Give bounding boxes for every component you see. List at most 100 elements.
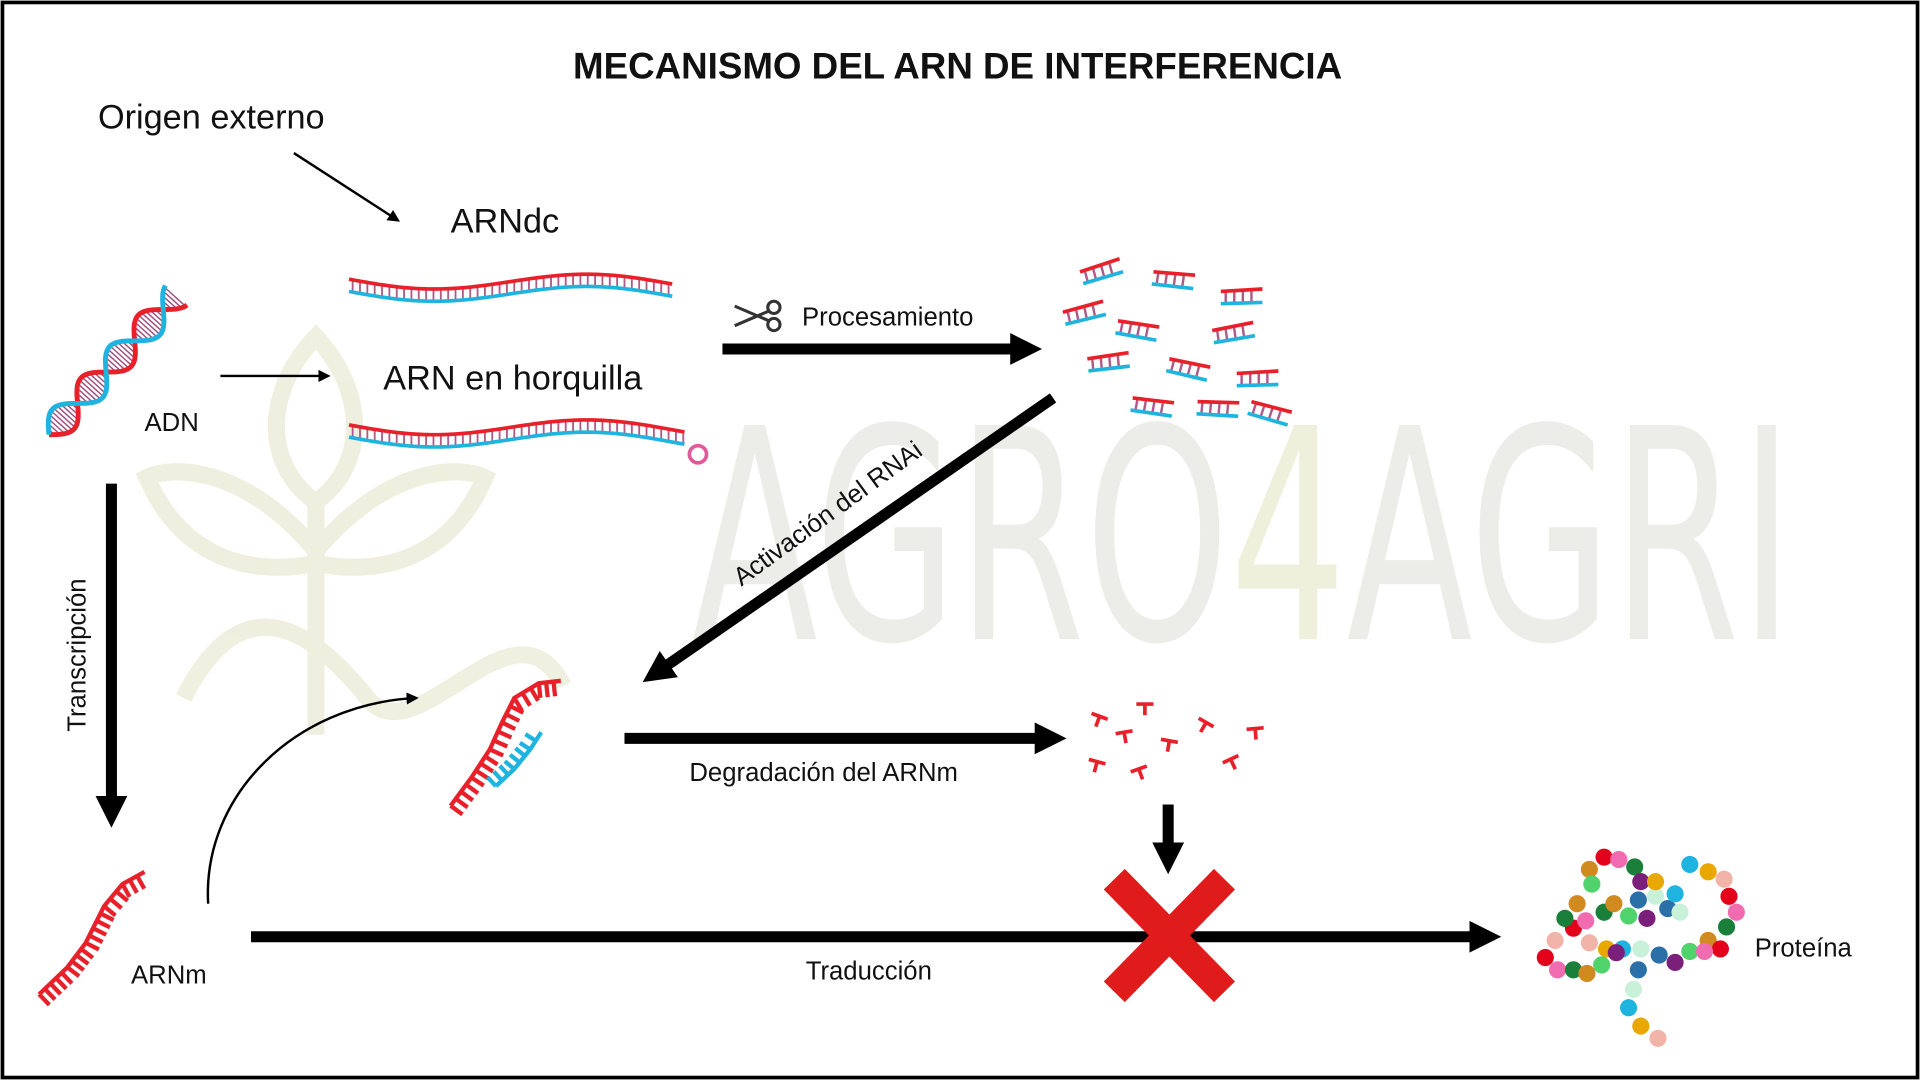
amino-acid-bead: [1595, 848, 1613, 866]
rungs: [1066, 305, 1097, 323]
blue-strand: [1115, 330, 1157, 343]
amino-acid-bead: [1646, 887, 1665, 905]
arrow-rnai-activation: [642, 393, 1057, 683]
sirna-fragment: [1151, 270, 1196, 291]
blue-strand: [1247, 411, 1289, 427]
amino-acid-bead: [1717, 918, 1736, 936]
label-dna: ADN: [144, 409, 198, 437]
blue-strand: [1213, 333, 1256, 345]
red-strand: [1153, 270, 1196, 278]
amino-acid-bead: [1711, 940, 1729, 958]
sirna-fragment: [1165, 356, 1211, 382]
mrna-fragment: [1222, 753, 1240, 770]
label-translation: Traducción: [806, 958, 932, 986]
sirna-fragment: [1079, 256, 1124, 286]
rungs: [1083, 263, 1114, 282]
sirna-fragments: [1062, 256, 1293, 427]
mrna-fragment: [1136, 702, 1154, 716]
sirna-fragment: [1087, 350, 1130, 373]
amino-acid-bead: [1666, 953, 1684, 972]
amino-acid-bead: [1626, 858, 1644, 876]
amino-acid-bead: [1556, 909, 1574, 927]
amino-acid-bead: [1681, 855, 1699, 874]
amino-acid-bead: [1638, 909, 1656, 927]
amino-acid-bead: [1580, 934, 1598, 952]
mrna-molecule: [37, 869, 147, 1007]
red-strand: [1250, 399, 1293, 414]
amino-acid-bead: [1607, 944, 1625, 962]
dna-strand-blue: [45, 284, 168, 435]
blue-strand: [1196, 411, 1239, 419]
svg-text:AGRO4AGRI: AGRO4AGRI: [692, 367, 1794, 709]
red-strand: [1169, 356, 1211, 369]
arrow-mrna-to-risc: [206, 692, 419, 904]
amino-acid-bead: [1568, 895, 1586, 913]
amino-acid-bead: [1699, 863, 1717, 881]
rungs: [1091, 356, 1121, 370]
label-hairpin: ARN en horquilla: [383, 359, 643, 397]
strand: [37, 869, 147, 1007]
base-pair-rungs: [351, 274, 670, 302]
watermark-text: AGRO: [692, 367, 1230, 709]
red-strand: [1087, 350, 1129, 361]
red-strand: [1132, 396, 1175, 405]
base-pair-rungs: [351, 419, 685, 447]
strand: [448, 678, 562, 817]
amino-acid-bead: [1720, 887, 1738, 905]
blue-strand: [1088, 364, 1130, 373]
red-strand: [1220, 287, 1263, 294]
mrna-fragment: [1130, 764, 1148, 780]
rungs: [1119, 321, 1150, 339]
red-strand: [1117, 319, 1160, 329]
blue-strand: [1082, 269, 1124, 286]
red-strand: [348, 272, 673, 291]
dna-strand-red: [48, 303, 189, 438]
watermark-text-suffix: AGRI: [1347, 367, 1794, 709]
amino-acid-bead: [1620, 907, 1638, 925]
amino-acid-bead: [1629, 961, 1647, 979]
blue-strand: [348, 430, 685, 449]
rungs: [1170, 359, 1201, 378]
blue-strand: [1236, 382, 1279, 388]
amino-acid-bead: [1548, 961, 1567, 979]
label-origin: Origen externo: [98, 99, 325, 137]
sirna-fragment: [1236, 369, 1279, 388]
rungs: [1240, 373, 1269, 385]
red-strand: [1062, 299, 1104, 315]
sirna-fragment: [1247, 399, 1293, 427]
sirna-fragment: [1130, 396, 1175, 418]
rungs: [1134, 398, 1165, 415]
mrna-fragment: [1246, 725, 1264, 740]
amino-acid-bead: [1727, 903, 1745, 921]
amino-acid-bead: [1632, 940, 1650, 958]
label-dsrna: ARNdc: [451, 203, 560, 241]
degraded-mrna-fragments: [1088, 702, 1264, 780]
rungs: [1155, 272, 1185, 288]
amino-acid-bead: [1649, 1029, 1667, 1047]
plant-logo: [135, 324, 571, 735]
dsrna-molecule: [348, 272, 673, 304]
dna-helix: [45, 284, 189, 438]
amino-acid-bead: [1580, 860, 1598, 878]
amino-acid-bead: [1583, 875, 1601, 893]
hairpin-loop: [687, 443, 709, 465]
amino-acid-bead: [1620, 999, 1638, 1017]
amino-acid-bead: [1605, 895, 1623, 913]
blue-strand: [1151, 282, 1194, 291]
mrna-fragment: [1115, 728, 1133, 744]
diagram-title: MECANISMO DEL ARN DE INTERFERENCIA: [573, 45, 1342, 86]
amino-acid-bead: [1632, 873, 1650, 891]
amino-acid-bead: [1578, 964, 1596, 983]
amino-acid-bead: [1577, 912, 1595, 930]
amino-acid-bead: [1564, 961, 1583, 979]
mrna-fragment: [1197, 716, 1215, 733]
blue-strand: [348, 284, 673, 304]
watermark: AGRO4AGRI: [135, 324, 1794, 735]
mrna-fragment: [1088, 757, 1106, 773]
red-strand: [1236, 369, 1279, 376]
blue-strand: [1165, 368, 1208, 382]
label-processing: Procesamiento: [802, 304, 973, 332]
blocked-x-icon: [1103, 868, 1235, 1003]
sirna-fragment: [1211, 320, 1256, 345]
